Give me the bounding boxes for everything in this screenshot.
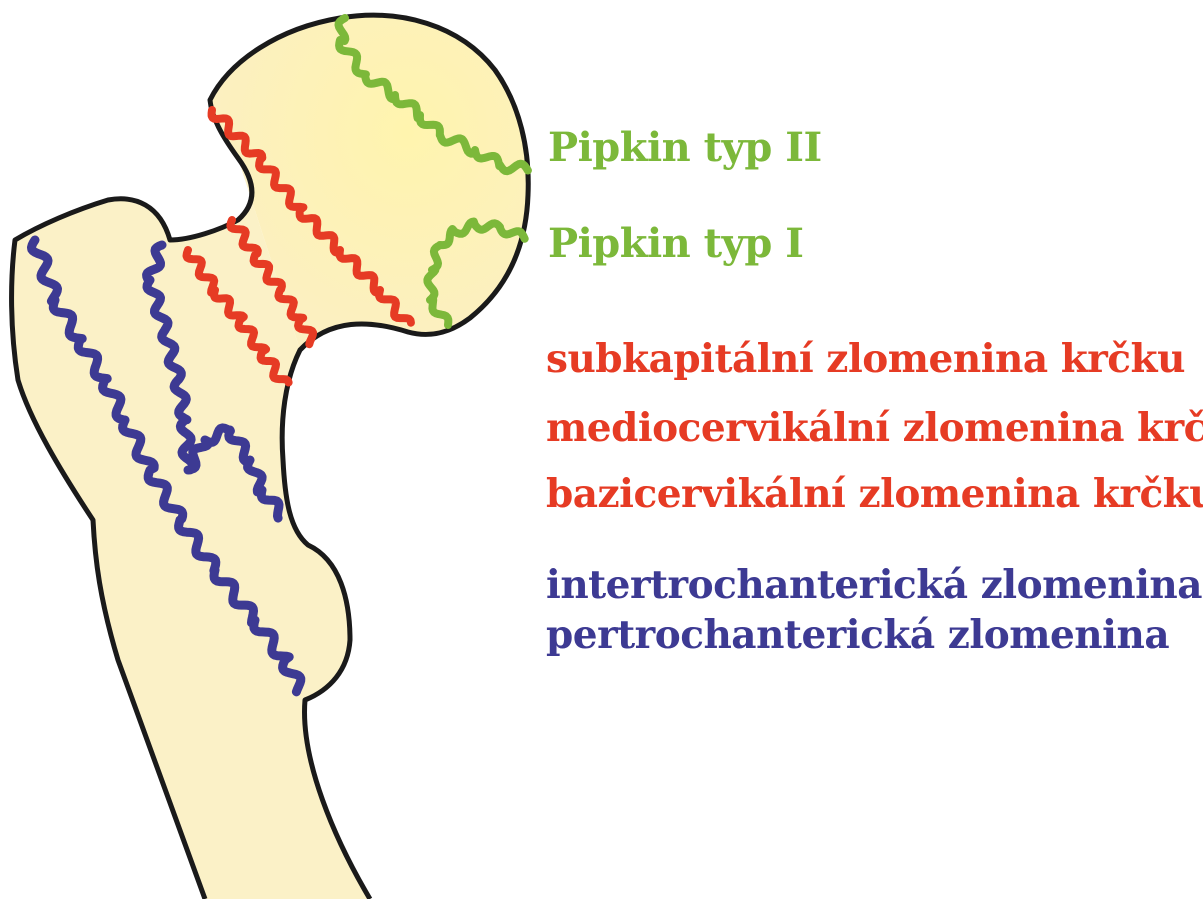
pipkin-type-2-label: Pipkin typ II [548, 128, 822, 168]
pipkin-type-1-label: Pipkin typ I [548, 224, 803, 264]
mediocervical-fracture-label: mediocervikální zlomenina krčku [546, 409, 1203, 448]
intertrochanteric-fracture-label: intertrochanterická zlomenina [546, 566, 1202, 605]
basicervical-fracture-label: bazicervikální zlomenina krčku [546, 475, 1203, 514]
subcapital-fracture-label: subkapitální zlomenina krčku [546, 340, 1185, 379]
pertrochanteric-fracture-label: pertrochanterická zlomenina [546, 616, 1169, 655]
